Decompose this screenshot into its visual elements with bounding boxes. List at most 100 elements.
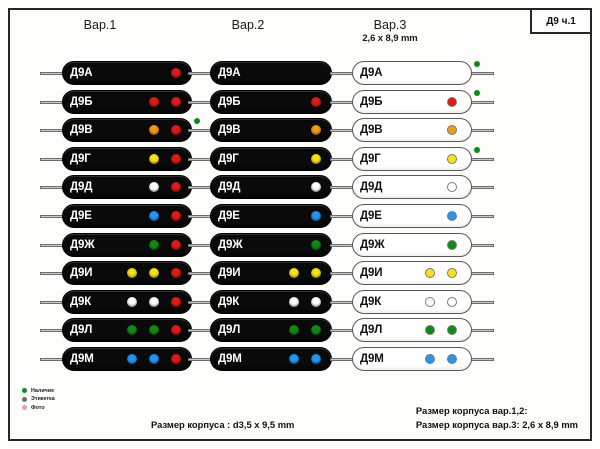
diode-band-red: [171, 153, 181, 164]
diode-label: Д9В: [218, 124, 241, 137]
diode-band-yellow: [149, 268, 159, 279]
column-header-2: Вар.2: [173, 18, 323, 32]
diode-label: Д9А: [70, 67, 93, 79]
legend-dot-icon: [22, 405, 27, 410]
diode-label: Д9М: [360, 353, 384, 365]
diode-label: Д9Б: [218, 95, 241, 108]
diode-band-green: [149, 239, 159, 250]
diode-label: Д9Г: [218, 152, 239, 165]
diode-label: Д9Л: [360, 324, 383, 337]
legend-label: Этикетка: [31, 396, 55, 402]
diode-body: Д9В: [352, 118, 472, 143]
diode-label: Д9Г: [70, 152, 91, 165]
column-header-title: Вар.2: [231, 18, 265, 32]
diode-body: Д9М: [62, 347, 192, 371]
diode-Д9Б-var1: Д9Б: [40, 89, 214, 115]
diode-band-red: [171, 182, 181, 193]
diode-body: Д9В: [62, 118, 192, 143]
diode-band-blue: [447, 211, 457, 221]
legend-item-1: Наличие: [22, 388, 55, 394]
legend-label: Наличие: [31, 387, 55, 394]
diode-Д9Ж-var3: Д9Ж: [330, 232, 494, 258]
diode-body: Д9И: [210, 261, 332, 286]
diode-band-red: [171, 125, 181, 136]
diode-band-red: [171, 296, 181, 307]
diode-band-red: [171, 239, 181, 250]
sheet-title-box: Д9 ч.1: [530, 8, 592, 34]
diode-band-white: [149, 296, 159, 307]
diode-band-white: [447, 296, 457, 307]
availability-marker-icon: [474, 89, 480, 96]
diode-band-red: [171, 325, 181, 336]
caption-right-line1: Размер корпуса вар.1,2:: [415, 405, 528, 416]
diode-body: Д9К: [62, 289, 192, 314]
diode-label: Д9Б: [70, 95, 93, 108]
diode-band-green: [289, 325, 299, 336]
diode-band-white: [149, 182, 159, 193]
diode-body: Д9К: [352, 289, 472, 314]
legend-label: Фото: [31, 404, 45, 411]
diode-band-red: [171, 211, 181, 221]
diode-Д9К-var3: Д9К: [330, 289, 494, 315]
diode-band-green: [149, 325, 159, 336]
diode-body: Д9И: [352, 261, 472, 286]
diode-Д9В-var1: Д9В: [40, 117, 214, 143]
diode-label: Д9Д: [70, 181, 93, 194]
diode-label: Д9Е: [70, 210, 92, 222]
diode-body: Д9Б: [210, 89, 332, 114]
diode-label: Д9И: [360, 267, 383, 280]
diode-Д9Е-var1: Д9Е: [40, 203, 214, 229]
diode-band-blue: [425, 354, 435, 364]
diode-band-white: [289, 296, 299, 307]
diode-band-white: [127, 296, 137, 307]
diode-band-red: [311, 96, 321, 107]
diode-label: Д9Л: [218, 324, 241, 337]
diode-label: Д9А: [218, 67, 241, 79]
diode-label: Д9Л: [70, 324, 93, 337]
diode-body: Д9Д: [352, 175, 472, 200]
diode-body: Д9Б: [352, 89, 472, 114]
diode-band-blue: [311, 211, 321, 221]
diode-band-yellow: [149, 153, 159, 164]
diode-body: Д9Д: [210, 175, 332, 200]
diode-body: Д9Л: [210, 318, 332, 343]
diode-body: Д9Е: [210, 204, 332, 228]
diode-band-red: [171, 96, 181, 107]
diode-body: Д9Ж: [352, 232, 472, 257]
diode-band-yellow: [127, 268, 137, 279]
diode-Д9В-var3: Д9В: [330, 117, 494, 143]
diode-label: Д9Е: [360, 210, 382, 222]
diode-band-yellow: [447, 153, 457, 164]
diode-Д9И-var2: Д9И: [188, 260, 354, 286]
diode-body: Д9Л: [62, 318, 192, 343]
diode-body: Д9К: [210, 289, 332, 314]
diode-body: Д9Г: [62, 146, 192, 171]
caption-right: Размер корпуса вар.1,2: Размер корпуса в…: [416, 402, 578, 430]
diode-band-blue: [311, 354, 321, 364]
diode-label: Д9И: [70, 267, 93, 280]
diode-body: Д9Ж: [62, 232, 192, 257]
diode-Д9Л-var1: Д9Л: [40, 317, 214, 343]
diode-Д9Г-var3: Д9Г: [330, 146, 494, 172]
diode-band-green: [447, 239, 457, 250]
diode-Д9И-var1: Д9И: [40, 260, 214, 286]
diode-band-white: [425, 296, 435, 307]
diode-band-yellow: [425, 268, 435, 279]
diode-label: Д9К: [218, 295, 240, 308]
diode-band-white: [447, 182, 457, 193]
diode-band-green: [311, 325, 321, 336]
diode-band-green: [311, 239, 321, 250]
diode-label: Д9Ж: [218, 238, 243, 251]
diode-body: Д9А: [62, 61, 192, 85]
diode-band-red: [171, 354, 181, 364]
diode-band-orange: [149, 125, 159, 136]
diode-band-red: [171, 68, 181, 78]
diode-band-yellow: [289, 268, 299, 279]
column-header-subtitle: 2,6 x 8,9 mm: [362, 33, 418, 44]
legend-dot-icon: [22, 388, 27, 393]
diode-label: Д9М: [70, 353, 94, 365]
diode-band-red: [447, 96, 457, 107]
